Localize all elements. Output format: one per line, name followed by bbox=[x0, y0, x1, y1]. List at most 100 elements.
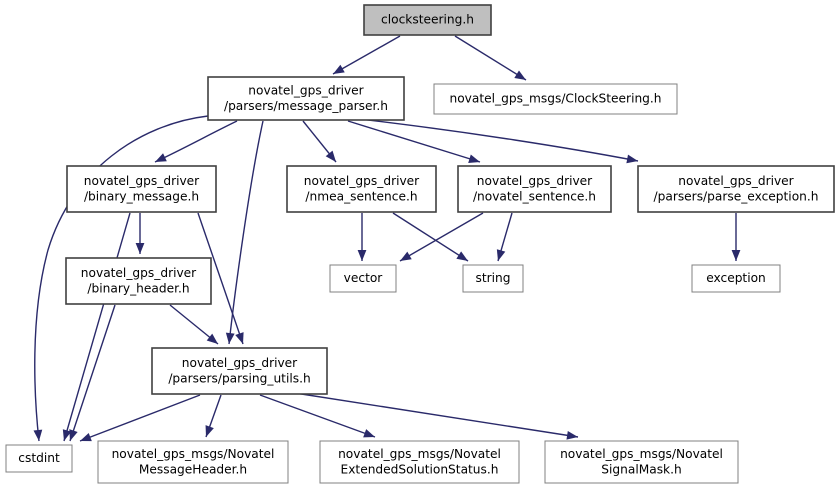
edge-line bbox=[197, 212, 244, 345]
edge-binary_message-to-parsing_utils bbox=[197, 212, 244, 345]
node-label: SignalMask.h bbox=[601, 462, 681, 476]
edge-line bbox=[228, 120, 264, 345]
edge-line bbox=[259, 394, 376, 438]
edge-parsing_utils-to-signal_mask bbox=[294, 392, 579, 440]
node-cstdint[interactable]: cstdint bbox=[5, 444, 73, 473]
node-box[interactable] bbox=[319, 440, 520, 484]
node-box[interactable] bbox=[462, 264, 524, 293]
node-exception[interactable]: exception bbox=[691, 264, 781, 293]
node-label: novatel_gps_driver bbox=[81, 266, 197, 280]
node-label: /binary_header.h bbox=[87, 281, 189, 295]
node-label: novatel_gps_driver bbox=[304, 174, 420, 188]
node-box[interactable] bbox=[5, 444, 73, 473]
arrow-head-icon bbox=[456, 251, 468, 261]
node-label: /parsers/parse_exception.h bbox=[654, 189, 819, 203]
node-parsing_utils[interactable]: novatel_gps_driver/parsers/parsing_utils… bbox=[151, 347, 328, 395]
arrow-head-icon bbox=[626, 154, 638, 164]
node-box[interactable] bbox=[363, 4, 492, 36]
edge-message_parser-to-parse_exception bbox=[359, 118, 639, 164]
node-box[interactable] bbox=[433, 83, 678, 115]
arrow-head-icon bbox=[62, 429, 72, 441]
node-label: /parsers/parsing_utils.h bbox=[168, 371, 310, 385]
arrow-head-icon bbox=[731, 250, 741, 261]
edge-binary_header-to-parsing_utils bbox=[169, 304, 219, 345]
node-string[interactable]: string bbox=[462, 264, 524, 293]
arrow-head-icon bbox=[468, 154, 480, 163]
node-box[interactable] bbox=[207, 76, 405, 121]
arrow-head-icon bbox=[496, 249, 506, 261]
node-label: string bbox=[476, 271, 511, 285]
node-clocksteering_msg[interactable]: novatel_gps_msgs/ClockSteering.h bbox=[433, 83, 678, 115]
edge-nmea_sentence-to-vector bbox=[357, 213, 367, 261]
edge-line bbox=[154, 120, 238, 163]
node-extended_solution_status[interactable]: novatel_gps_msgs/NovatelExtendedSolution… bbox=[319, 440, 520, 484]
edge-line bbox=[392, 212, 469, 262]
arrow-head-icon bbox=[363, 429, 375, 438]
node-binary_header[interactable]: novatel_gps_driver/binary_header.h bbox=[65, 257, 212, 305]
node-box[interactable] bbox=[457, 165, 612, 213]
arrow-head-icon bbox=[325, 150, 336, 162]
arrow-head-icon bbox=[235, 332, 244, 344]
edge-line bbox=[63, 212, 131, 442]
node-message_parser[interactable]: novatel_gps_driver/parsers/message_parse… bbox=[207, 76, 405, 121]
arrow-head-icon bbox=[206, 333, 218, 344]
node-box[interactable] bbox=[691, 264, 781, 293]
edge-line bbox=[399, 212, 484, 262]
edge-binary_message-to-cstdint bbox=[62, 212, 131, 442]
node-box[interactable] bbox=[65, 257, 212, 305]
node-vector[interactable]: vector bbox=[329, 264, 397, 293]
node-box[interactable] bbox=[151, 347, 328, 395]
node-box[interactable] bbox=[329, 264, 397, 293]
node-box[interactable] bbox=[97, 440, 289, 484]
edge-line bbox=[332, 35, 401, 75]
node-label: novatel_gps_msgs/ClockSteering.h bbox=[449, 92, 661, 106]
node-box[interactable] bbox=[66, 165, 217, 213]
arrow-head-icon bbox=[33, 429, 43, 441]
edge-line bbox=[294, 392, 579, 438]
node-label: exception bbox=[706, 271, 766, 285]
node-label: clocksteering.h bbox=[381, 13, 474, 27]
node-label: novatel_gps_driver bbox=[477, 174, 593, 188]
node-label: /novatel_sentence.h bbox=[473, 189, 596, 203]
edge-message_parser-to-nmea_sentence bbox=[302, 120, 337, 163]
edge-message_parser-to-binary_message bbox=[154, 120, 238, 163]
node-label: MessageHeader.h bbox=[139, 462, 247, 476]
node-binary_message[interactable]: novatel_gps_driver/binary_message.h bbox=[66, 165, 217, 213]
node-nmea_sentence[interactable]: novatel_gps_driver/nmea_sentence.h bbox=[286, 165, 437, 213]
node-parse_exception[interactable]: novatel_gps_driver/parsers/parse_excepti… bbox=[637, 165, 835, 213]
node-clocksteering[interactable]: clocksteering.h bbox=[363, 4, 492, 36]
node-label: /binary_message.h bbox=[84, 189, 199, 203]
node-label: cstdint bbox=[18, 451, 60, 465]
edge-clocksteering-to-clocksteering_msg bbox=[454, 35, 527, 81]
arrow-head-icon bbox=[333, 64, 345, 74]
arrow-head-icon bbox=[205, 425, 214, 437]
edge-line bbox=[69, 304, 116, 442]
node-box[interactable] bbox=[286, 165, 437, 213]
node-box[interactable] bbox=[544, 440, 739, 484]
edge-message_parser-to-novatel_sentence bbox=[347, 120, 481, 163]
edge-novatel_sentence-to-string bbox=[496, 212, 513, 262]
node-label: novatel_gps_msgs/Novatel bbox=[560, 447, 723, 461]
arrow-head-icon bbox=[400, 251, 412, 261]
edge-line bbox=[359, 118, 639, 162]
node-label: novatel_gps_msgs/Novatel bbox=[338, 447, 501, 461]
node-box[interactable] bbox=[637, 165, 835, 213]
node-label: novatel_gps_driver bbox=[248, 83, 364, 97]
node-label: novatel_gps_msgs/Novatel bbox=[112, 447, 275, 461]
edge-binary_message-to-binary_header bbox=[135, 213, 145, 254]
node-novatel_sentence[interactable]: novatel_gps_driver/novatel_sentence.h bbox=[457, 165, 612, 213]
arrow-head-icon bbox=[225, 332, 235, 344]
edge-novatel_sentence-to-vector bbox=[399, 212, 484, 262]
node-label: novatel_gps_driver bbox=[84, 174, 200, 188]
node-layer: clocksteering.h novatel_gps_driver/parser… bbox=[5, 4, 835, 484]
edge-parse_exception-to-exception bbox=[731, 213, 741, 261]
arrow-head-icon bbox=[135, 243, 145, 254]
edge-line bbox=[347, 120, 481, 163]
arrow-head-icon bbox=[80, 432, 92, 442]
edge-line bbox=[79, 394, 201, 442]
arrow-head-icon bbox=[155, 153, 167, 162]
